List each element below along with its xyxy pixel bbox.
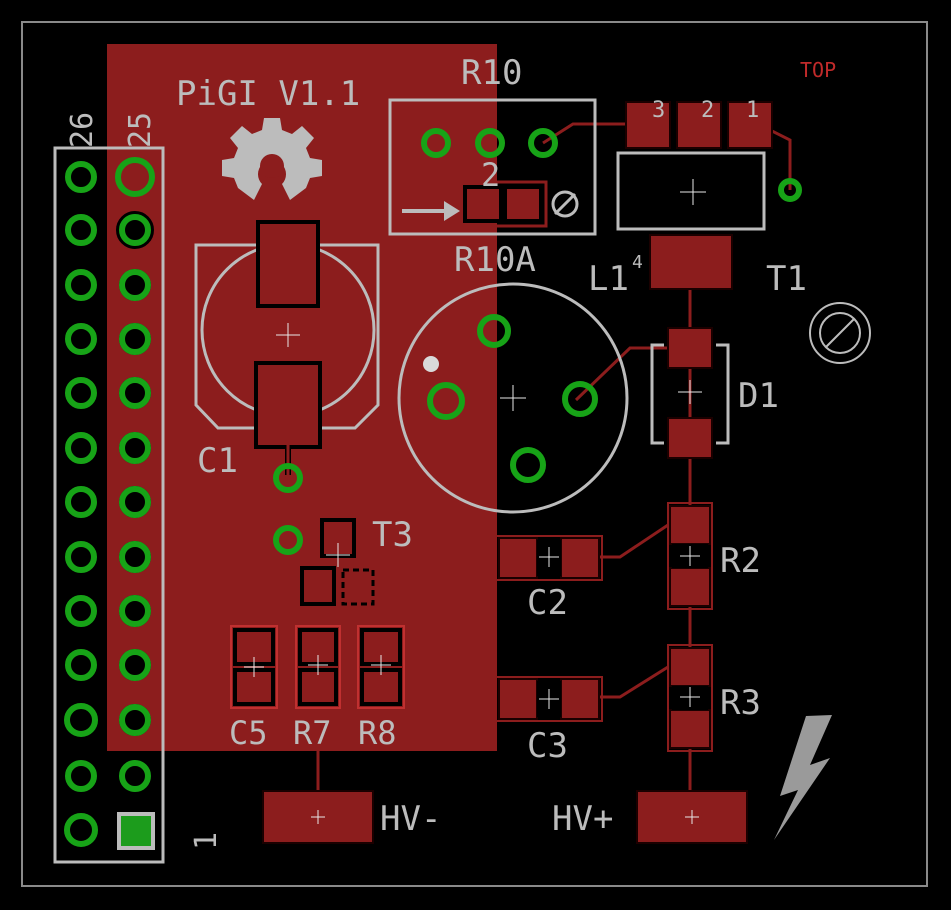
c5-capacitor — [230, 625, 278, 709]
fiducial-icon — [809, 302, 871, 364]
d1-diode — [650, 327, 730, 459]
t1-pin2-label: 2 — [701, 98, 714, 123]
r2-resistor — [667, 502, 713, 610]
hv-minus-label: HV- — [380, 799, 441, 839]
r10a-label: R10A — [454, 240, 536, 280]
r7-resistor — [295, 625, 341, 709]
gpio-header-pins — [64, 157, 155, 850]
c2-capacitor — [495, 535, 603, 581]
hv-plus-pad — [636, 790, 748, 844]
hv-plus-label: HV+ — [552, 799, 613, 839]
r2-label: R2 — [720, 541, 761, 581]
header-pin25-label: 25 — [123, 112, 158, 148]
t1-pin1-label: 1 — [746, 98, 759, 123]
r3-label: R3 — [720, 683, 761, 723]
r8-label: R8 — [358, 714, 397, 752]
board-title: PiGI V1.1 — [176, 74, 360, 114]
r10-potentiometer — [388, 98, 597, 236]
t1-transistor — [616, 101, 802, 290]
c1-battery-holder — [194, 220, 380, 493]
r8-resistor — [357, 625, 405, 709]
header-pin26-label: 26 — [65, 112, 100, 148]
c3-capacitor — [495, 676, 603, 722]
high-voltage-icon — [774, 715, 832, 840]
t3-transistor — [273, 518, 375, 606]
d1-label: D1 — [738, 376, 779, 416]
r3-resistor — [667, 644, 713, 752]
hv-minus-pad — [262, 790, 374, 844]
r7-label: R7 — [293, 714, 332, 752]
c3-label: C3 — [527, 726, 568, 766]
c2-label: C2 — [527, 583, 568, 623]
r10-pin2-label: 2 — [481, 156, 500, 194]
l1-pin4-label: 4 — [632, 252, 643, 273]
l1-label: L1 — [588, 259, 629, 299]
t3-label: T3 — [372, 515, 413, 555]
t1-label: T1 — [766, 259, 807, 299]
r10-label: R10 — [461, 53, 522, 93]
gpio-header-outline — [53, 146, 165, 864]
layer-top-label: TOP — [800, 58, 836, 82]
c1-label: C1 — [197, 441, 238, 481]
open-hardware-gear-icon — [222, 118, 322, 200]
t1-pin3-label: 3 — [652, 98, 665, 123]
header-pin1-label: 1 — [189, 832, 224, 850]
c5-label: C5 — [229, 714, 268, 752]
board-outline — [21, 21, 928, 887]
l1-inductor — [397, 282, 629, 514]
